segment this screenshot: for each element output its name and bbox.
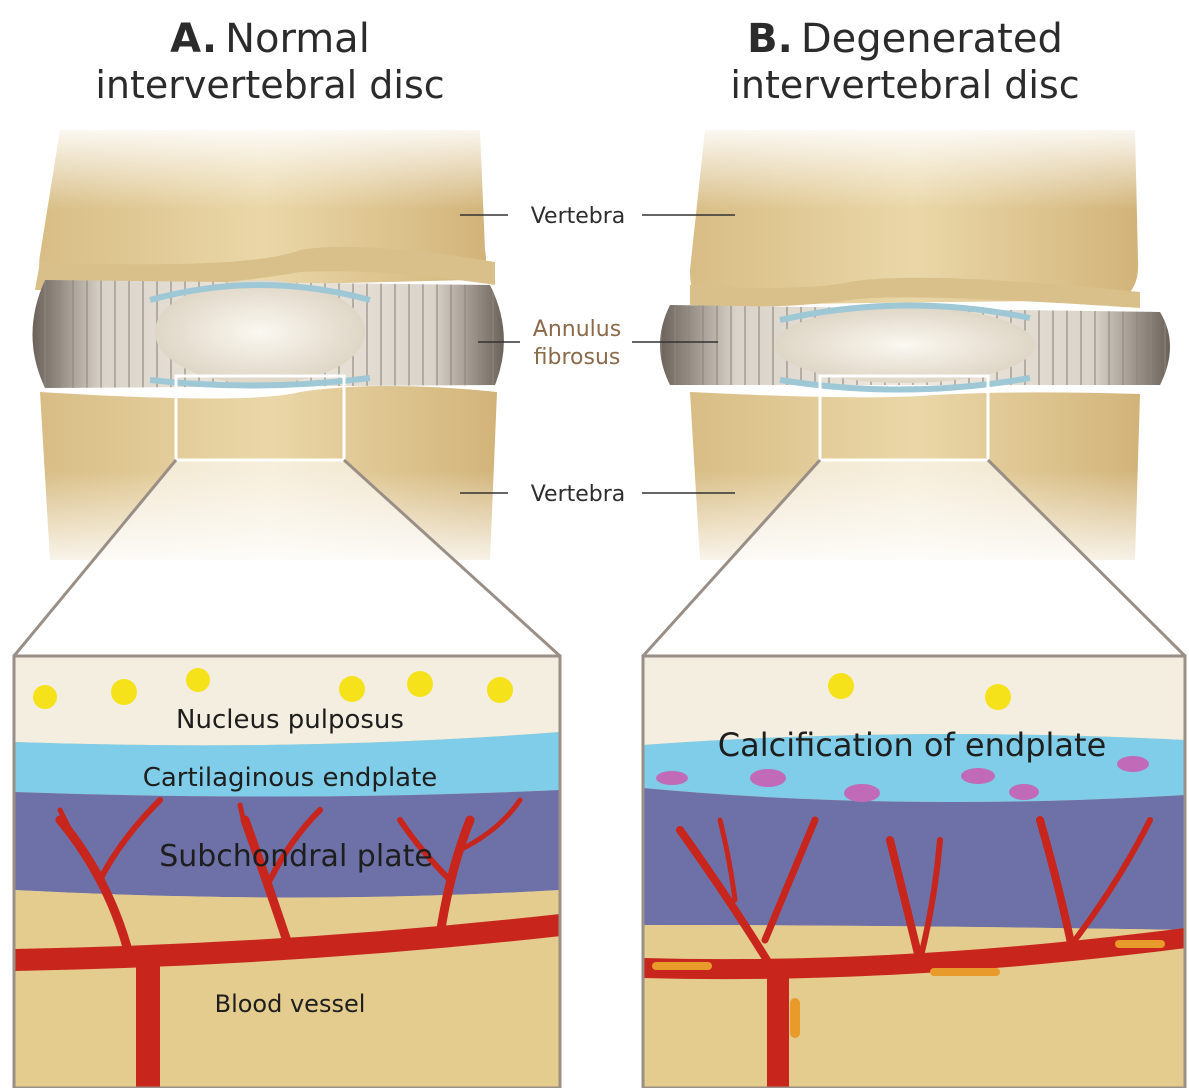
annulus-label-line2: fibrosus [534, 345, 621, 370]
annulus-label-line1: Annulus [533, 317, 621, 342]
panel-a-letter: A. [170, 16, 217, 62]
subchondral-plate-label: Subchondral plate [159, 839, 433, 874]
panel-a-title-word: Normal [225, 16, 370, 62]
panel-b-title-word: Degenerated [801, 16, 1063, 62]
panel-a-zoom: Nucleus pulposus Cartilaginous endplate … [14, 656, 560, 1088]
panel-a-title-line2: intervertebral disc [95, 63, 444, 107]
panel-a-title-line1: A.Normal [170, 16, 370, 62]
panel-b-nucleus [775, 307, 1035, 383]
vertebra-bottom-label: Vertebra [531, 482, 626, 507]
panel-b-letter: B. [747, 16, 793, 62]
panel-b-zoom: Calcification of endplate [643, 656, 1185, 1088]
blood-vessel-label: Blood vessel [215, 990, 366, 1018]
nucleus-pulposus-label: Nucleus pulposus [176, 705, 404, 735]
panel-b-title-line1: B.Degenerated [747, 16, 1063, 62]
panel-a-nucleus [155, 280, 365, 384]
calcification-label: Calcification of endplate [718, 726, 1107, 764]
panel-b-title-line2: intervertebral disc [730, 63, 1079, 107]
panel-b-subchondral-layer [643, 788, 1185, 930]
vertebra-top-label: Vertebra [531, 204, 626, 229]
cartilaginous-endplate-label: Cartilaginous endplate [143, 763, 438, 793]
